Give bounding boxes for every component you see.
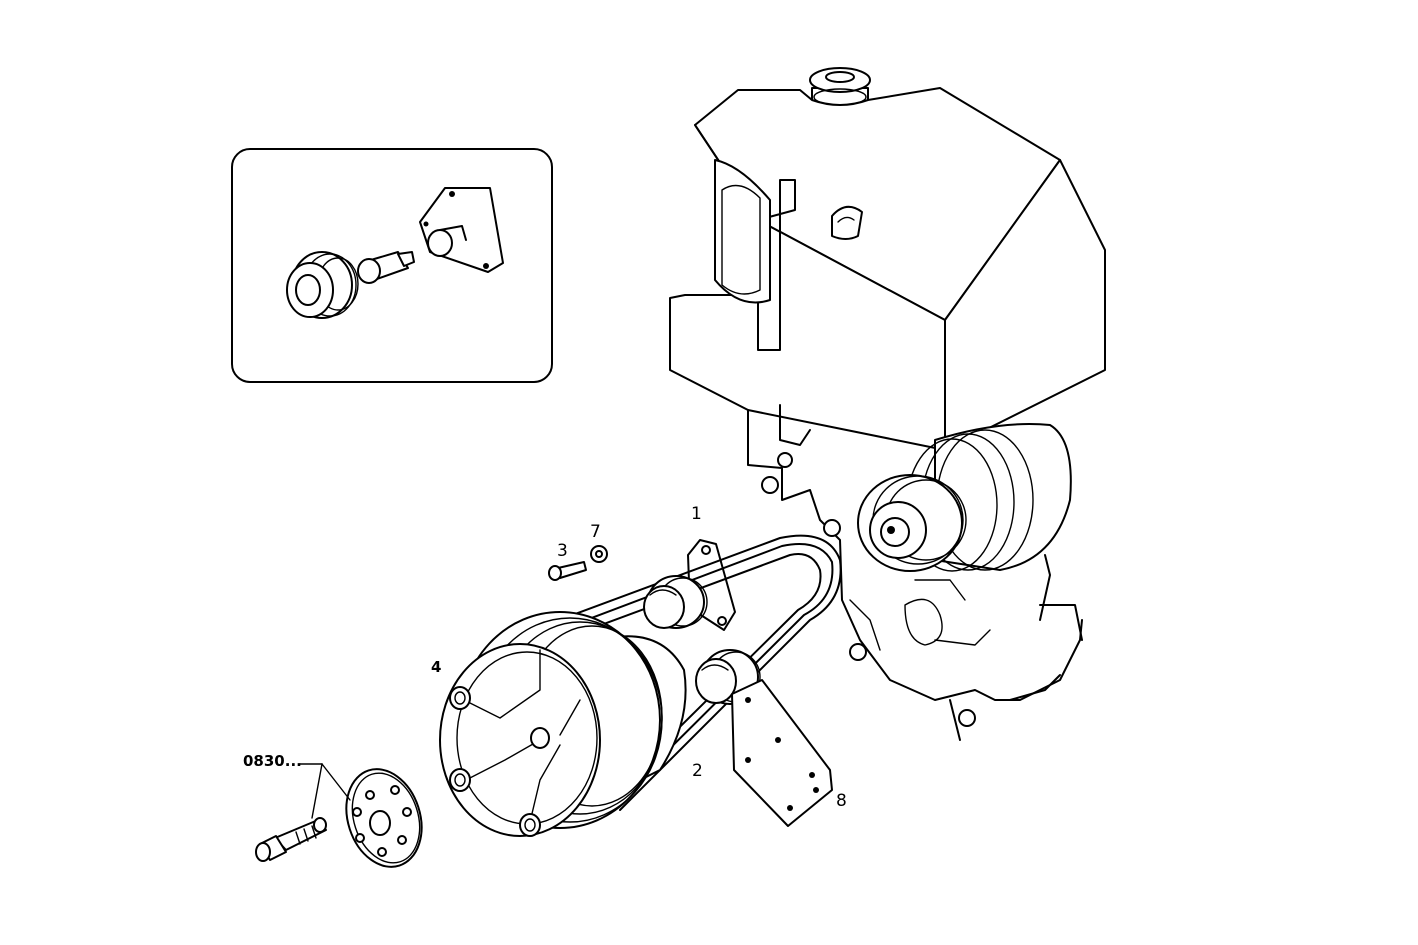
- part-3-bolt: [548, 561, 587, 581]
- inset-frame: [231, 148, 553, 383]
- part-2-belt: [504, 534, 842, 811]
- callout-0830: 0830...: [243, 752, 302, 770]
- crank-pulley: [857, 423, 1072, 572]
- inset-pulley: [286, 251, 359, 319]
- part-8-plate: [731, 679, 833, 827]
- tank-window: [714, 159, 771, 304]
- hub-bolt: [255, 817, 327, 862]
- inset-bracket: [419, 187, 504, 273]
- callout-7: 7: [590, 522, 601, 542]
- callout-3: 3: [557, 541, 568, 561]
- inset-pin: [357, 251, 415, 284]
- inset-detail: [231, 148, 553, 383]
- callout-1: 1: [691, 504, 702, 524]
- engine-block: [669, 67, 1106, 741]
- callout-4: 4: [431, 658, 441, 676]
- callout-8: 8: [836, 791, 847, 811]
- callout-2: 2: [692, 761, 703, 781]
- part-4-fan-pulley: [439, 611, 687, 837]
- part-7-washer: [590, 545, 608, 563]
- hub-flange: [345, 768, 423, 868]
- leader-lines: [299, 763, 351, 819]
- idler-pulley-upper: [643, 575, 708, 629]
